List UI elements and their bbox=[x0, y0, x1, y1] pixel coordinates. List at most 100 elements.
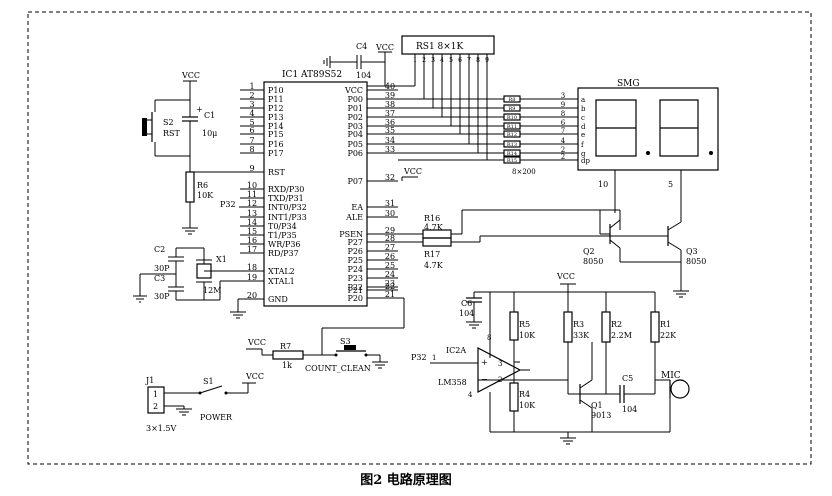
ic2a-pin1: 1 bbox=[432, 354, 436, 362]
ic1-pin-number: 2 bbox=[249, 91, 254, 100]
r1-resistor bbox=[650, 311, 660, 343]
ic1-pin-number: 34 bbox=[385, 136, 395, 145]
s1-name: S1 bbox=[203, 377, 214, 386]
s2-button-cap bbox=[142, 118, 147, 136]
ic1-pin-name: P12 bbox=[268, 104, 284, 113]
ic2a-name: IC2A bbox=[446, 346, 466, 355]
smg-pin-number: 9 bbox=[561, 101, 565, 109]
smg-pin-number: 6 bbox=[561, 119, 566, 127]
c1-polarity: + bbox=[196, 105, 203, 114]
crystal-oscillator: C2 30P C3 30P X1 12M bbox=[133, 245, 264, 303]
c6-value: 104 bbox=[459, 309, 474, 318]
segment-resistor-label: R10 bbox=[507, 115, 517, 121]
r4-name: R4 bbox=[519, 390, 530, 399]
ic1-pin-name: RD/P37 bbox=[268, 249, 299, 258]
ic1-pin-name: T0/P34 bbox=[268, 222, 297, 231]
ic1-pin-number: 27 bbox=[385, 243, 395, 252]
c4-vcc-label: VCC bbox=[375, 43, 394, 52]
ic1-pin-name: P00 bbox=[347, 95, 363, 104]
clear-vcc-label: VCC bbox=[247, 338, 266, 347]
mic-label: MIC bbox=[661, 371, 681, 381]
ic1-pin-name: P17 bbox=[268, 149, 284, 158]
ic1-pin-name: P03 bbox=[347, 122, 363, 131]
mic-icon bbox=[670, 379, 690, 399]
ic1-pin-name: P13 bbox=[268, 113, 284, 122]
smg-segment-label: e bbox=[581, 131, 585, 139]
smg-segment-label: b bbox=[581, 105, 586, 113]
ic1-pin-number: 12 bbox=[247, 199, 257, 208]
ic1-pin-name: INT0/P32 bbox=[268, 203, 307, 212]
ic1-pin-number: 7 bbox=[249, 136, 254, 145]
smg-pin-number: 2 bbox=[561, 146, 565, 154]
ic1-pin-number: 20 bbox=[247, 291, 257, 300]
s2-label: RST bbox=[163, 129, 181, 138]
q3-value: 8050 bbox=[686, 257, 706, 266]
ic1-pin-name: P01 bbox=[347, 104, 363, 113]
ic1-pin-number: 19 bbox=[247, 273, 257, 282]
r2-value: 2.2M bbox=[611, 331, 632, 340]
c5-name: C5 bbox=[622, 374, 633, 383]
ic1-pin-name: ALE bbox=[345, 213, 363, 222]
segment-resistor-label: R14 bbox=[507, 151, 517, 157]
ic1-pin-name: P05 bbox=[347, 140, 363, 149]
ic1-pin-number: 25 bbox=[385, 261, 395, 270]
ic1-pin-name: XTAL1 bbox=[268, 277, 295, 286]
segment-resistor-label: R9 bbox=[509, 106, 516, 112]
r7-value: 1k bbox=[282, 361, 292, 370]
ic1-name: IC1 AT89S52 bbox=[282, 70, 342, 80]
r3-value: 33K bbox=[573, 331, 590, 340]
q1-value: 9013 bbox=[591, 411, 611, 420]
segment-resistor-label: R12 bbox=[507, 132, 517, 138]
ic1-pin-name: P14 bbox=[268, 122, 284, 131]
smg-pin-number: 4 bbox=[561, 137, 566, 145]
ic1-pin-number: 4 bbox=[249, 109, 254, 118]
j1-name: J1 bbox=[145, 376, 154, 385]
smg-segment-label: a bbox=[581, 96, 585, 104]
ic1-pin-number: 33 bbox=[385, 145, 395, 154]
ic1-pin-name: P21 bbox=[347, 286, 363, 295]
r7-resistor bbox=[272, 350, 304, 360]
ic1-pin-number: 1 bbox=[249, 82, 254, 91]
ic1-pin-number: 26 bbox=[385, 252, 395, 261]
ic1-pin-number: 17 bbox=[247, 245, 257, 254]
q3-name: Q3 bbox=[686, 247, 698, 256]
ic1-pin-number: 14 bbox=[247, 218, 257, 227]
ic1-pin-number: 24 bbox=[385, 270, 395, 279]
power-circuit: J1 1 2 S1 VCC POWER 3×1.5V bbox=[145, 372, 264, 433]
r6-name: R6 bbox=[197, 181, 208, 190]
ic1-pin-name: PSEN bbox=[339, 230, 363, 239]
c4-name: C4 bbox=[356, 42, 367, 51]
power-vcc-label: VCC bbox=[245, 372, 264, 381]
ic1-pin-name: P26 bbox=[347, 247, 363, 256]
ic1-pin-name: EA bbox=[351, 203, 363, 212]
ic1-pin-name: P25 bbox=[347, 256, 363, 265]
ic2a-pin3: 3 bbox=[498, 360, 502, 368]
segment-resistor-label: R13 bbox=[507, 142, 517, 148]
c1-name: C1 bbox=[204, 111, 215, 120]
smg-segment-label: f bbox=[581, 141, 585, 149]
smg-digit-1 bbox=[595, 99, 637, 157]
r2-name: R2 bbox=[611, 320, 622, 329]
reset-vcc-label: VCC bbox=[181, 71, 200, 80]
q2-name: Q2 bbox=[583, 247, 595, 256]
r17-value: 4.7K bbox=[424, 261, 444, 270]
rs1-label: RS1 8×1K bbox=[416, 42, 464, 52]
ic1-body bbox=[263, 81, 368, 307]
count-clear-circuit: VCC R7 1k S3 COUNT_CLEAN bbox=[246, 337, 388, 373]
s1-switch-blade bbox=[199, 385, 223, 394]
ic1-pin-name: P06 bbox=[347, 149, 363, 158]
smg-pin-number: 8 bbox=[561, 110, 565, 118]
ic1-pin-name: P22 bbox=[347, 283, 363, 292]
j1-connector bbox=[147, 386, 165, 414]
power-label: POWER bbox=[200, 413, 233, 422]
ic2a-opamp bbox=[477, 347, 522, 393]
smg-segment-label: c bbox=[581, 114, 585, 122]
c2-value: 30P bbox=[154, 264, 170, 273]
smg-segment-label: dp bbox=[581, 157, 590, 165]
ic1-pin-number: 22 bbox=[385, 282, 395, 291]
q1-name: Q1 bbox=[591, 401, 603, 410]
r1-value: 22K bbox=[660, 331, 677, 340]
